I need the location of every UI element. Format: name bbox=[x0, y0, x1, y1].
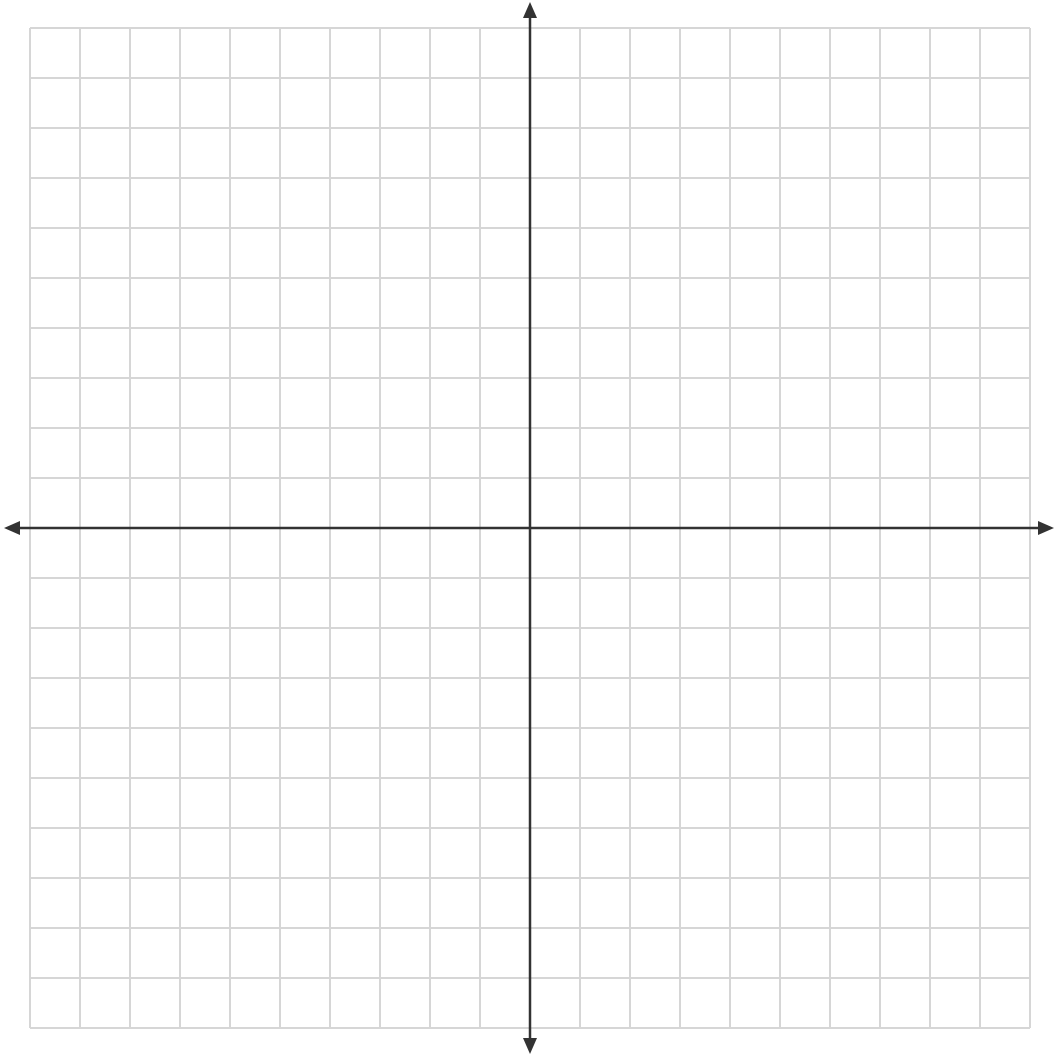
x-axis-arrow-left-icon bbox=[4, 521, 20, 535]
x-axis-arrow-right-icon bbox=[1038, 521, 1054, 535]
axes bbox=[4, 2, 1054, 1054]
y-axis-arrow-down-icon bbox=[523, 1038, 537, 1054]
y-axis-arrow-up-icon bbox=[523, 2, 537, 18]
